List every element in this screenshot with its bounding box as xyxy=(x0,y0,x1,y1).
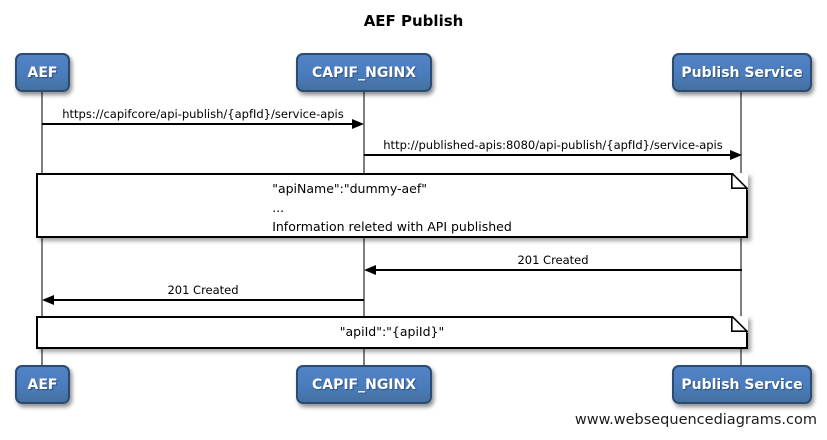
actor-label: CAPIF_NGINX xyxy=(311,376,417,393)
note-fold-icon xyxy=(731,173,748,189)
message-line-3 xyxy=(376,269,742,271)
arrowhead-left-icon xyxy=(364,265,376,275)
actor-label: AEF xyxy=(27,376,58,393)
message-label-2: http://published-apis:8080/api-publish/{… xyxy=(383,138,723,152)
arrowhead-right-icon xyxy=(352,119,364,129)
note-api-information: "apiName":"dummy-aef" ... Information re… xyxy=(36,173,748,238)
note-line: "apiName":"dummy-aef" xyxy=(272,181,428,196)
message-label-4: 201 Created xyxy=(167,283,239,297)
actor-aef-bottom: AEF xyxy=(15,365,70,404)
note-line: "apiId":"{apiId}" xyxy=(339,324,445,339)
actor-label: CAPIF_NGINX xyxy=(311,64,417,81)
actor-publish-service-bottom: Publish Service xyxy=(672,365,812,404)
message-line-4 xyxy=(54,299,364,301)
actor-label: Publish Service xyxy=(681,376,803,393)
arrowhead-left-icon xyxy=(42,295,54,305)
message-label-3: 201 Created xyxy=(517,253,589,267)
message-label-1: https://capifcore/api-publish/{apfId}/se… xyxy=(62,107,344,121)
note-line: ... xyxy=(272,200,285,215)
message-line-2 xyxy=(364,154,731,156)
note-api-id: "apiId":"{apiId}" xyxy=(36,316,748,349)
actor-aef-top: AEF xyxy=(15,53,70,92)
arrowhead-right-icon xyxy=(730,150,742,160)
actor-capif-nginx-bottom: CAPIF_NGINX xyxy=(296,365,432,404)
websequencediagrams-credit: www.websequencediagrams.com xyxy=(574,412,817,428)
actor-label: Publish Service xyxy=(681,64,803,81)
actor-label: AEF xyxy=(27,64,58,81)
diagram-title: AEF Publish xyxy=(363,12,464,30)
note-line: Information releted with API published xyxy=(272,219,512,234)
actor-capif-nginx-top: CAPIF_NGINX xyxy=(296,53,432,92)
message-line-1 xyxy=(42,123,353,125)
note-fold-icon xyxy=(731,316,748,332)
actor-publish-service-top: Publish Service xyxy=(672,53,812,92)
